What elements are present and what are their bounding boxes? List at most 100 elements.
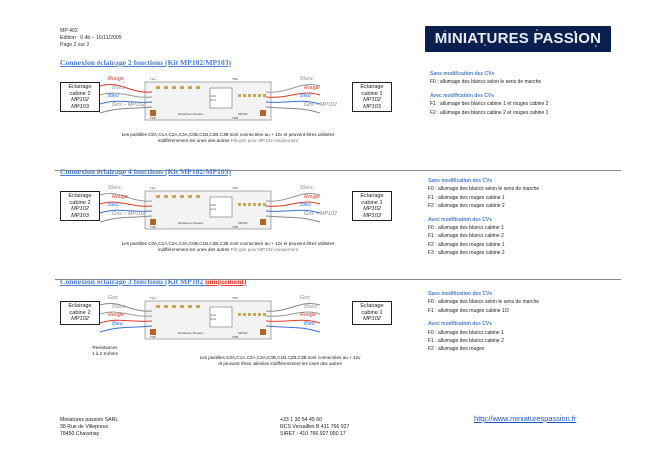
wire-right (265, 84, 321, 93)
cabin-label: MP102 (363, 206, 381, 213)
cv-item: F2 : allumage des rouges cabine 2 (428, 203, 505, 210)
wire-label-left: Gris (108, 295, 118, 301)
cv-item: F1 : allumage des blancs cabine 2 (428, 233, 504, 240)
solder-pad (164, 195, 168, 198)
wire-label-right: Rouge (304, 193, 320, 200)
section-title: Connexion éclairage 4 fonctions (Kit MP1… (60, 167, 231, 176)
board-label: TRB (232, 225, 238, 229)
wire-right (265, 325, 321, 333)
solder-pad (238, 313, 241, 316)
connection-note: Les pastilles C0A,C1A,C2A,C3A,C0B,C1B,C2… (98, 132, 358, 145)
solder-pad (156, 195, 160, 198)
cabin-label: MP102 (71, 316, 89, 323)
cv-heading: Sans modification des CVs (428, 291, 493, 297)
cv-item: F0 : allumage des blancs selon le sens d… (428, 186, 540, 193)
wire-label-left: Rouge (108, 76, 124, 82)
cabin-label: MP103 (363, 103, 381, 110)
wire-label-left: Blanc (108, 185, 122, 191)
resistance-text: Resistances (92, 345, 118, 350)
note-line: indifféremment les unes des autres Fils … (98, 138, 358, 144)
section-title: Connexion éclairage 2 fonctions (Kit MP1… (60, 58, 231, 67)
wire-label-left: Gris – MP102 (112, 101, 145, 108)
cabin-label: Eclairage (360, 303, 384, 309)
cabin-label: Eclairage (68, 193, 92, 199)
solder-pad (263, 313, 266, 316)
cabin-label: MP103 (71, 212, 89, 219)
cabin-label: Eclairage (360, 84, 384, 90)
solder-pad (243, 313, 246, 316)
wire-label-right: Blanc (304, 303, 318, 310)
solder-pad (196, 86, 200, 89)
decoder-chip (209, 306, 233, 328)
cv-item: F2 : allumage des rouges cabine 1 (428, 241, 505, 248)
wire-left (99, 92, 153, 98)
section-divider (55, 170, 621, 171)
brand-logo: MINIATURES PASSION (425, 26, 611, 52)
cabin-label: MP102 (71, 97, 89, 104)
cabin-label: MP102 (71, 206, 89, 213)
note-line: Les pastilles C0A,C1A,C2A,C3A,C0B,C1B,C2… (121, 132, 335, 137)
board-brand-label: Miniatures Passion (178, 331, 204, 335)
cabin-label: cabine 2 (69, 90, 91, 97)
board-label: C1A (210, 98, 216, 102)
wire-right (265, 193, 321, 202)
connector-pad (150, 329, 156, 335)
connection-note: Les pastilles C0A,C1A,C2A,C3A,C0B,C1B,C2… (98, 241, 358, 254)
wire-right (265, 92, 321, 98)
cabin-label: Eclairage (68, 84, 92, 90)
board-brand-label: Miniatures Passion (178, 112, 204, 116)
cabin-label: MP102 (363, 97, 381, 104)
footer-contact: +33 1 30 54 45 60 RCS Versailles B 411 7… (280, 417, 349, 439)
footer-company: Miniatures passion SARL 38 Rue de Villep… (60, 417, 118, 439)
wire-left (99, 215, 153, 223)
wire-left (99, 209, 153, 214)
website-link[interactable]: http://www.miniaturespassion.fr (474, 414, 577, 423)
connector-pad (150, 110, 156, 116)
wire-left (99, 311, 153, 317)
cabin-label: cabine 1 (361, 309, 383, 316)
board-label: TLB (150, 116, 156, 120)
wiring-diagram (99, 190, 321, 230)
cv-item: F1 : allumage des rouges cabine 1 (428, 194, 505, 201)
section-title-main: Connexion éclairage 4 fonctions (Kit MP1… (60, 167, 232, 176)
section-title-main: Connexion éclairage 3 fonctions (Kit MP1… (60, 277, 206, 286)
note-text: indifféremment les unes des autres (157, 138, 230, 144)
document-header: MP 402 Edition : 0.4b – 16/11/2009 Page … (60, 28, 122, 49)
wiring-diagram (99, 81, 321, 121)
solder-pad (180, 86, 184, 89)
solder-pad (180, 305, 184, 308)
wire-label-left: Blanc (112, 303, 126, 310)
board-label: C0A (210, 94, 216, 98)
wire-label-right: Blanc (300, 185, 314, 191)
note-text: et peuvent êtres utilisées indifféremmen… (218, 361, 342, 367)
cv-item: F2 : allumage des rouges (428, 346, 485, 353)
wire-label-left: Bleu (108, 93, 119, 99)
connector-pad (260, 219, 266, 225)
board-label: C0A (210, 203, 216, 207)
board-label: TLA (150, 77, 156, 81)
solder-pad (253, 313, 256, 316)
decoder-chip (209, 196, 233, 218)
cabin-label: MP102 (363, 316, 381, 323)
wire-label-left: Bleu (112, 320, 123, 327)
wire-left (99, 303, 153, 312)
wire-label-left: Gris – MP102 (112, 210, 145, 217)
logo-text: MINIATURES PASSION (434, 30, 602, 47)
wire-label-right: Blanc (300, 76, 314, 82)
wiring-diagram (99, 300, 321, 340)
wire-right (265, 311, 321, 317)
board-label: TLB (150, 225, 156, 229)
solder-pad (164, 86, 168, 89)
connector-pad (260, 329, 266, 335)
note-text: indifféremment les unes des autres (157, 247, 230, 253)
solder-pad (156, 305, 160, 308)
footer-line: RCS Versailles B 411 766 927 (280, 424, 350, 431)
note-grey-text: Fils gris pour MP102 uniquement (230, 247, 299, 253)
wire-label-left: Blanc (112, 84, 126, 91)
